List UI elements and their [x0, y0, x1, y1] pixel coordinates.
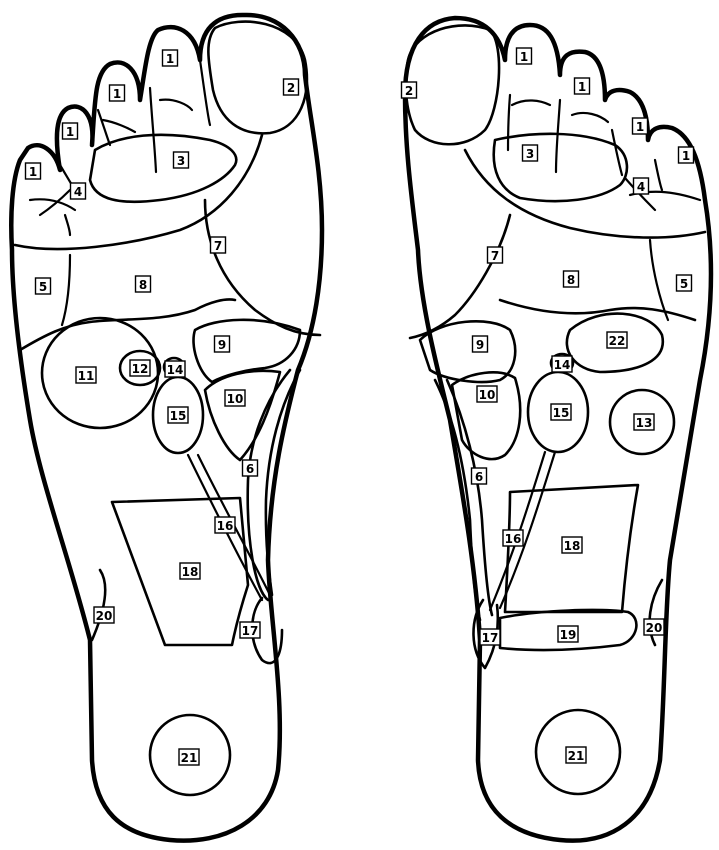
right-zone-label-z15: 15: [551, 404, 571, 420]
right-big-toe: [406, 25, 499, 144]
label-text: 15: [170, 409, 187, 423]
left-zone-label-t1d: 1: [26, 163, 41, 179]
label-text: 21: [568, 749, 585, 763]
label-text: 6: [246, 462, 254, 476]
right-foot: [405, 18, 711, 841]
label-text: 5: [39, 280, 47, 294]
right-zone-label-z20: 20: [644, 619, 664, 635]
right-zone-label-t1d: 1: [679, 147, 694, 163]
right-zone-label-z22: 22: [607, 332, 627, 348]
label-text: 1: [636, 120, 644, 134]
label-text: 11: [78, 369, 95, 383]
label-text: 1: [66, 125, 74, 139]
right-zone-label-z3: 3: [523, 145, 538, 161]
label-text: 3: [177, 154, 185, 168]
label-text: 14: [167, 363, 184, 377]
label-text: 20: [96, 609, 113, 623]
right-zone-label-z7: 7: [488, 247, 503, 263]
right-zone-label-z2: 2: [402, 82, 417, 98]
label-text: 5: [680, 277, 688, 291]
label-text: 8: [139, 278, 147, 292]
label-text: 18: [182, 565, 199, 579]
right-zone-label-t1b: 1: [575, 78, 590, 94]
label-text: 16: [505, 532, 522, 546]
left-zone-label-z21: 21: [179, 749, 199, 765]
label-text: 1: [113, 87, 121, 101]
left-zone-label-z18: 18: [180, 563, 200, 579]
label-text: 4: [637, 180, 645, 194]
right-zone-label-z17: 17: [480, 629, 500, 645]
left-zone-label-z17: 17: [240, 622, 260, 638]
left-zone-label-t1b: 1: [110, 85, 125, 101]
label-text: 22: [609, 334, 626, 348]
label-text: 10: [479, 388, 496, 402]
left-zone-label-z7: 7: [211, 237, 226, 253]
right-zone-label-z5: 5: [677, 275, 692, 291]
left-zone-label-z6: 6: [243, 460, 258, 476]
left-zone-label-t1c: 1: [63, 123, 78, 139]
left-zone-label-z11: 11: [76, 367, 96, 383]
label-text: 10: [227, 392, 244, 406]
right-zone-label-z8: 8: [564, 271, 579, 287]
label-text: 2: [287, 81, 295, 95]
label-text: 3: [526, 147, 534, 161]
label-text: 2: [405, 84, 413, 98]
label-text: 1: [166, 52, 174, 66]
right-zone-label-z14: 14: [552, 356, 572, 372]
label-text: 17: [482, 631, 499, 645]
label-text: 16: [217, 519, 234, 533]
label-text: 12: [132, 362, 149, 376]
right-zone-label-t1c: 1: [633, 118, 648, 134]
right-zone-label-z16: 16: [503, 530, 523, 546]
left-zone-label-z3: 3: [174, 152, 189, 168]
label-text: 15: [553, 406, 570, 420]
left-zone-label-z4: 4: [71, 183, 86, 199]
label-text: 9: [218, 338, 226, 352]
right-zone-label-z6: 6: [472, 468, 487, 484]
left-zone-label-z2: 2: [284, 79, 299, 95]
left-zone-label-z12: 12: [130, 360, 150, 376]
right-zone-label-z21: 21: [566, 747, 586, 763]
label-text: 1: [520, 50, 528, 64]
label-text: 9: [476, 338, 484, 352]
label-text: 1: [578, 80, 586, 94]
right-zone-label-z19: 19: [558, 626, 578, 642]
label-text: 7: [491, 249, 499, 263]
right-zone-label-z4: 4: [634, 178, 649, 194]
label-text: 1: [682, 149, 690, 163]
label-text: 19: [560, 628, 577, 642]
left-zone-label-z16: 16: [215, 517, 235, 533]
left-zone-label-z10: 10: [225, 390, 245, 406]
label-text: 21: [181, 751, 198, 765]
left-zone-label-z20: 20: [94, 607, 114, 623]
label-text: 4: [74, 185, 82, 199]
label-text: 6: [475, 470, 483, 484]
right-zone-label-z13: 13: [634, 414, 654, 430]
label-text: 20: [646, 621, 663, 635]
left-big-toe: [208, 22, 307, 134]
left-zone-label-z8: 8: [136, 276, 151, 292]
label-text: 8: [567, 273, 575, 287]
left-zone-label-z9: 9: [215, 336, 230, 352]
right-zone-label-z10: 10: [477, 386, 497, 402]
label-text: 13: [636, 416, 653, 430]
label-text: 17: [242, 624, 259, 638]
label-text: 1: [29, 165, 37, 179]
left-zone-label-z14: 14: [165, 361, 185, 377]
label-text: 7: [214, 239, 222, 253]
left-zone-label-t1a: 1: [163, 50, 178, 66]
left-zone-label-z15: 15: [168, 407, 188, 423]
left-foot: [11, 15, 322, 841]
right-zone-label-t1a: 1: [517, 48, 532, 64]
right-zone-label-z9: 9: [473, 336, 488, 352]
right-zone-label-z18: 18: [562, 537, 582, 553]
left-zone-label-z5: 5: [36, 278, 51, 294]
label-text: 18: [564, 539, 581, 553]
label-text: 14: [554, 358, 571, 372]
